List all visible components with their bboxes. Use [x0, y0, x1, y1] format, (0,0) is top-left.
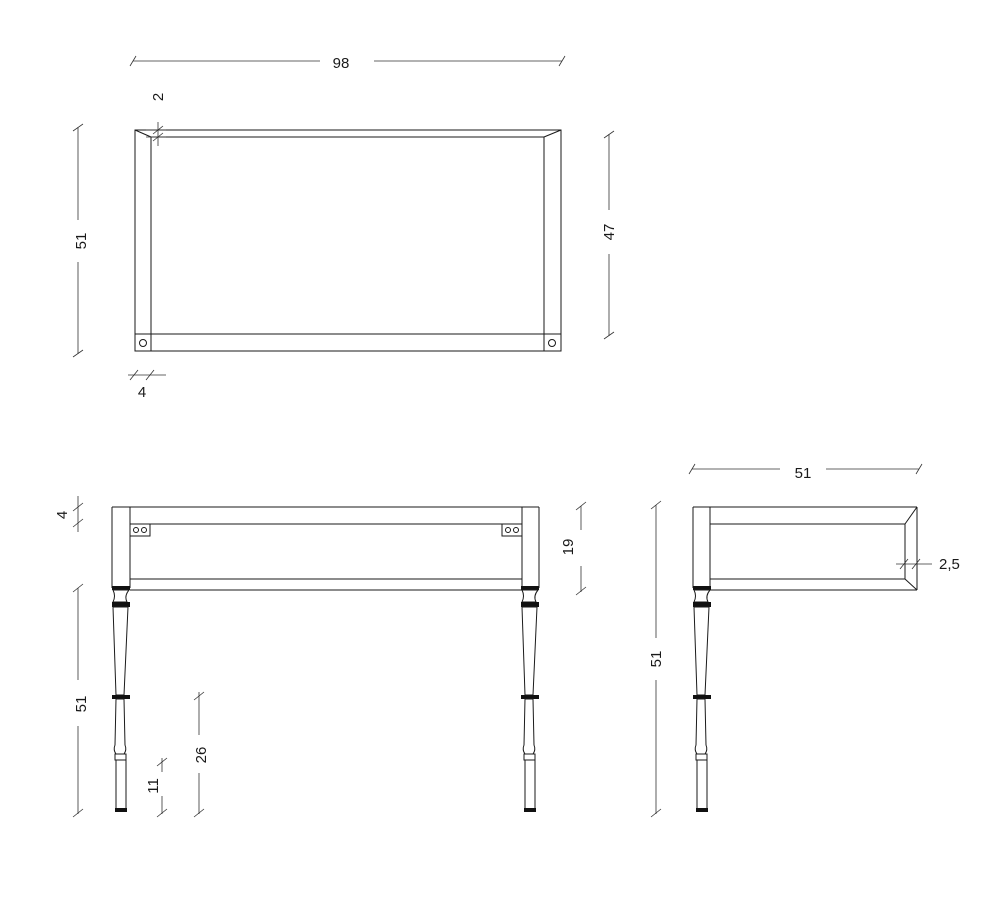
turned-leg [112, 586, 131, 812]
corner-bolt [548, 339, 556, 347]
dim-label: 2 [150, 93, 167, 101]
dim-top-depth: 51 [72, 123, 90, 358]
dim-label: 51 [73, 233, 90, 250]
bracket [501, 523, 523, 537]
dim-apron-height: 4 [54, 496, 84, 532]
dim-label: 47 [601, 224, 618, 241]
dim-rail-spacing: 19 [560, 501, 587, 596]
dim-label: 11 [145, 778, 162, 794]
dim-label: 2,5 [939, 556, 960, 573]
dim-foot-height: 11 [145, 757, 168, 818]
dim-label: 98 [333, 55, 350, 72]
side-view [692, 506, 918, 812]
dim-side-depth: 51 [688, 463, 923, 482]
dim-side-height: 51 [648, 500, 665, 818]
turned-leg [693, 586, 712, 812]
top-view [134, 129, 562, 352]
dim-label: 19 [560, 539, 577, 556]
dim-inner-depth: 47 [601, 130, 618, 340]
dim-label: 51 [73, 696, 90, 713]
dim-label: 51 [648, 651, 665, 668]
dim-label: 4 [138, 384, 146, 401]
front-view [111, 506, 540, 812]
dim-label: 51 [795, 465, 812, 482]
dim-leg-height: 51 [72, 583, 90, 818]
dim-top-width: 98 [129, 55, 566, 72]
dim-label: 4 [54, 511, 71, 519]
dim-corner-size: 4 [128, 369, 166, 401]
bracket [129, 523, 151, 537]
dim-shelf-thickness: 2,5 [896, 556, 960, 573]
dim-frame-thickness: 2 [146, 93, 167, 146]
dim-label: 26 [193, 747, 210, 764]
corner-bolt [139, 339, 147, 347]
dim-lower-height: 26 [193, 691, 210, 818]
turned-leg [521, 586, 540, 812]
